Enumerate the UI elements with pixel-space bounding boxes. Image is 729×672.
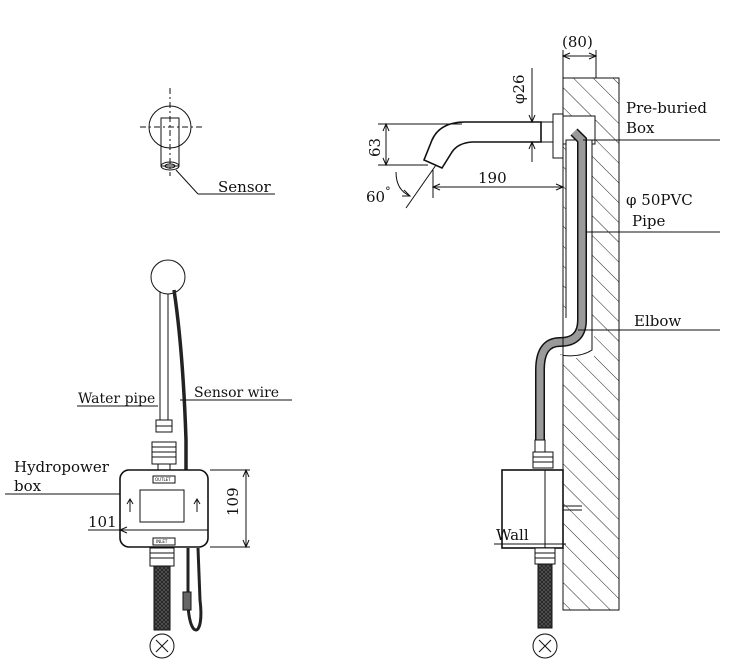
outlet-tag: OUTLET	[155, 477, 171, 482]
pre-buried-label-1: Pre-buried	[626, 99, 707, 117]
sensor-wire-label: Sensor wire	[194, 385, 279, 401]
box-width-dim: 101	[88, 513, 117, 531]
elbow-label: Elbow	[634, 312, 681, 330]
water-pipe-label: Water pipe	[78, 391, 155, 407]
pre-buried-label-2: Box	[626, 119, 655, 137]
spout-drop-dim: 63	[366, 138, 384, 157]
hydropower-assembly: OUTLET INLET Water pipe Sensor wire Hydr…	[5, 259, 292, 659]
sensor-label: Sensor	[218, 178, 272, 196]
hydropower-label-2: box	[14, 477, 42, 495]
pvc-pipe-label-1: φ 50PVC	[626, 191, 693, 209]
hydropower-label-1: Hydropower	[14, 458, 110, 476]
spout-angle-dim: 60°	[366, 185, 391, 206]
sensor-top-view: Sensor	[140, 88, 275, 196]
inlet-tag: INLET	[156, 539, 168, 544]
spout-diameter-dim: φ26	[510, 74, 528, 104]
wall-thickness-dim: (80)	[562, 33, 593, 51]
wall-label: Wall	[496, 526, 529, 544]
spout-reach-dim: 190	[478, 169, 507, 187]
box-height-dim: 109	[224, 487, 242, 516]
wall-installation: (80) φ26 63 60° 190	[366, 33, 720, 659]
pvc-pipe-label-2: Pipe	[632, 212, 665, 230]
